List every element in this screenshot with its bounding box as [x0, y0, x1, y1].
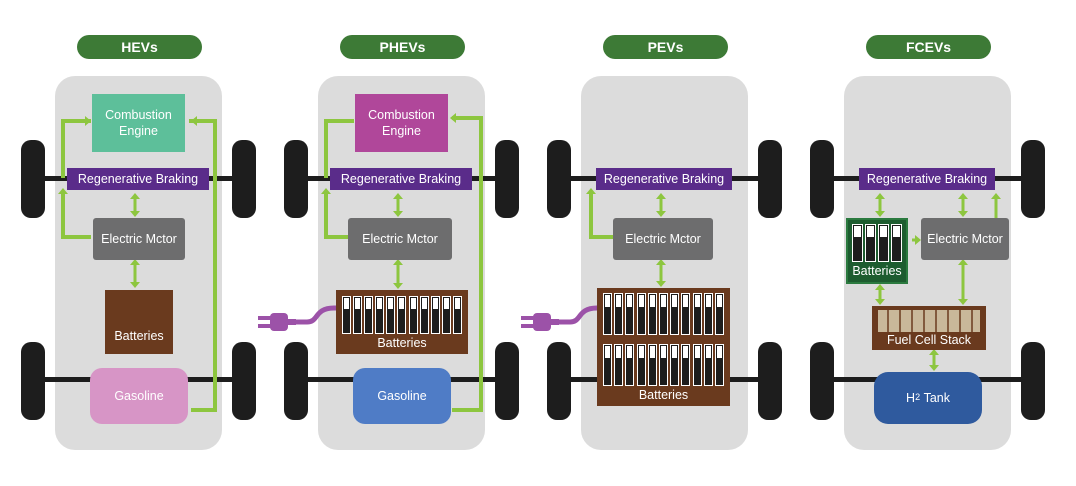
hev-batteries-label: Batteries: [114, 328, 164, 343]
pev-electric-motor: Electric Mctor: [613, 218, 713, 260]
pev-connectors: [557, 188, 666, 325]
phev-batteries-box: Batteries: [336, 290, 468, 354]
pev-battery-cells-top: [603, 293, 724, 335]
front-left-wheel: [284, 140, 308, 218]
hev-batteries-box: Batteries: [105, 290, 173, 354]
phev-panel: PHEVs Combustion Engine Regenerat: [258, 0, 537, 486]
pev-battery-cells-bottom: [603, 344, 724, 386]
fcev-batteries-label: Batteries: [852, 263, 902, 278]
fcev-regenerative-braking: Regenerative Braking: [859, 168, 995, 190]
fcev-panel: FCEVs Regenerative Braking: [800, 0, 1063, 486]
rear-left-wheel: [21, 342, 45, 420]
fcev-battery-cells: [852, 224, 902, 262]
front-left-wheel: [21, 140, 45, 218]
phev-electric-motor: Electric Mctor: [348, 218, 452, 260]
front-right-wheel: [1021, 140, 1045, 218]
phev-regenerative-braking: Regenerative Braking: [330, 168, 472, 190]
tank-subscript: 2: [915, 392, 921, 403]
fcev-electric-motor: Electric Mctor: [921, 218, 1009, 260]
tank-suffix: Tank: [923, 390, 950, 405]
fcev-batteries-box: Batteries: [846, 218, 908, 284]
fuel-cell-plates-icon: [878, 310, 980, 332]
phev-batteries-label: Batteries: [377, 335, 427, 350]
hev-electric-motor: Electric Mctor: [93, 218, 185, 260]
phev-connectors: [294, 113, 483, 412]
pev-batteries-box: Batteries: [597, 288, 730, 406]
rear-left-wheel: [810, 342, 834, 420]
phev-combustion-engine: Combustion Engine: [355, 94, 448, 152]
front-left-wheel: [810, 140, 834, 218]
rear-right-wheel: [1021, 342, 1045, 420]
hev-gasoline: Gasoline: [90, 368, 188, 424]
rear-left-wheel: [284, 342, 308, 420]
phev-charging-plug-icon: [258, 313, 296, 331]
phev-gasoline: Gasoline: [353, 368, 451, 424]
pev-title: PEVs: [603, 35, 728, 59]
fcev-title: FCEVs: [866, 35, 991, 59]
pev-batteries-label: Batteries: [638, 387, 689, 402]
rear-right-wheel: [495, 342, 519, 420]
pev-charging-plug-icon: [521, 313, 559, 331]
rear-right-wheel: [232, 342, 256, 420]
hev-combustion-engine: Combustion Engine: [92, 94, 185, 152]
hev-panel: HEVs Combustion Engine Regenerative Brak…: [11, 0, 274, 486]
rear-right-wheel: [758, 342, 782, 420]
front-right-wheel: [232, 140, 256, 218]
phev-battery-cells: [342, 296, 462, 334]
phev-title: PHEVs: [340, 35, 465, 59]
pev-panel: PEVs Regenerative Braking Electric Mctor: [521, 0, 800, 486]
front-left-wheel: [547, 140, 571, 218]
fcev-fuel-cell-label: Fuel Cell Stack: [886, 332, 972, 347]
tank-h: H: [906, 390, 916, 405]
front-right-wheel: [495, 140, 519, 218]
hev-regenerative-braking: Regenerative Braking: [67, 168, 209, 190]
front-right-wheel: [758, 140, 782, 218]
hev-title: HEVs: [77, 35, 202, 59]
hev-connectors: [58, 116, 217, 412]
rear-left-wheel: [547, 342, 571, 420]
fcev-fuel-cell-stack: Fuel Cell Stack: [872, 306, 986, 350]
pev-regenerative-braking: Regenerative Braking: [596, 168, 732, 190]
